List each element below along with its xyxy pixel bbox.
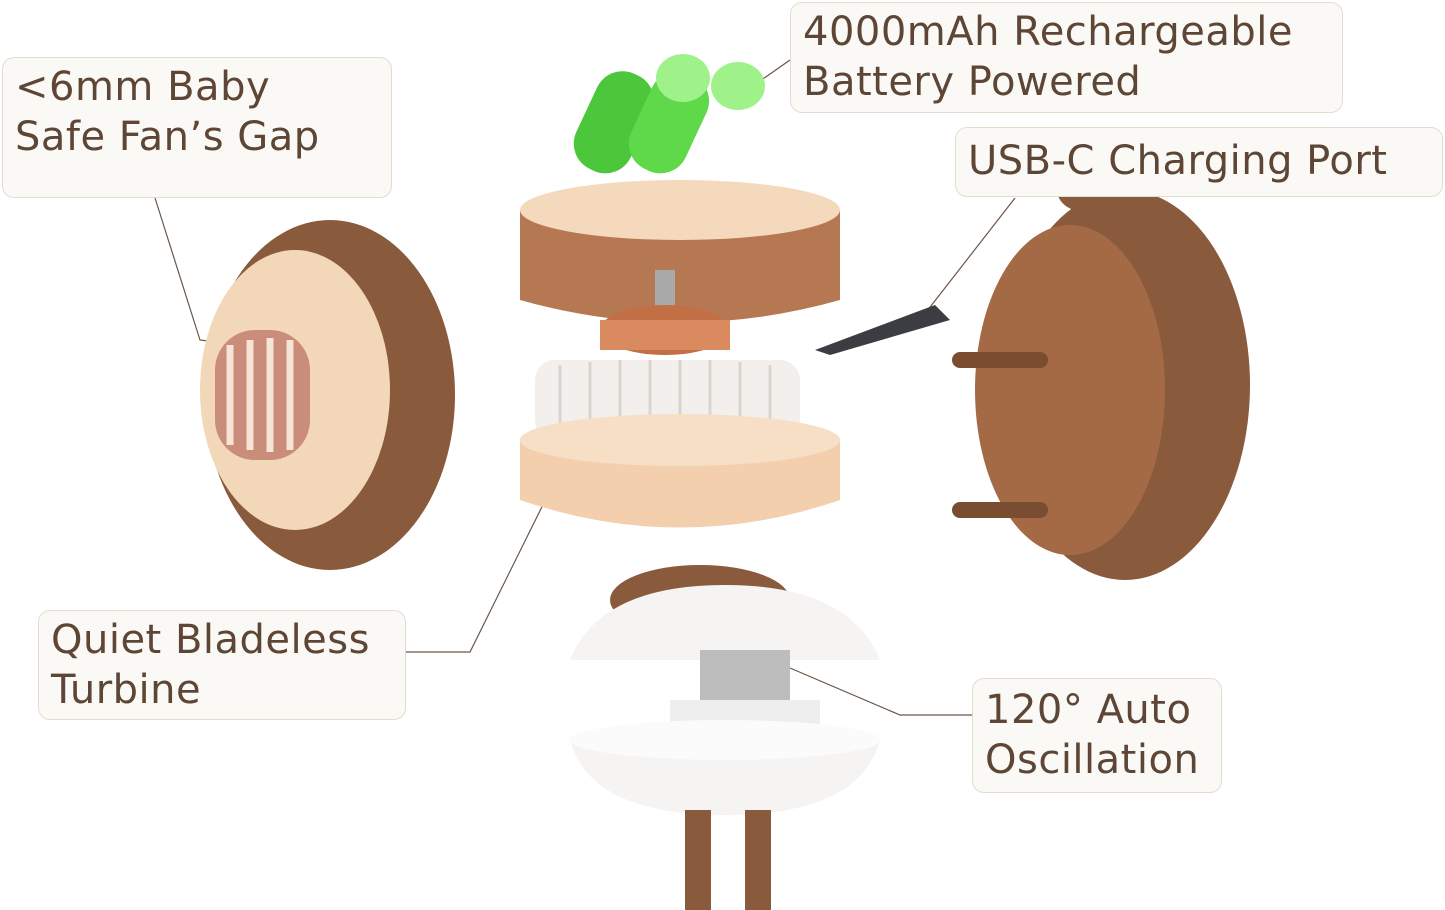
label-line: 120° Auto <box>985 687 1192 733</box>
label-line: USB-C Charging Port <box>968 138 1388 184</box>
label-line: Oscillation <box>985 737 1200 783</box>
label-line: 4000mAh Rechargeable <box>803 9 1294 55</box>
battery-label: 4000mAh Rechargeable Battery Powered <box>790 2 1343 113</box>
baby-safe-gap-label: <6mm Baby Safe Fan’s Gap <box>2 57 392 198</box>
label-line: <6mm Baby <box>15 64 271 110</box>
turbine <box>520 360 840 528</box>
back-shell <box>952 168 1250 580</box>
usb-c-circuit-board <box>815 305 950 355</box>
oscillation-base <box>570 565 880 910</box>
label-line: Quiet Bladeless <box>51 617 370 663</box>
turbine-label: Quiet Bladeless Turbine <box>38 610 406 720</box>
front-shell <box>200 220 455 570</box>
label-line: Turbine <box>51 667 202 713</box>
usb-c-label: USB-C Charging Port <box>955 127 1443 197</box>
turbine-housing-top <box>520 180 840 323</box>
label-line: Safe Fan’s Gap <box>15 114 320 160</box>
battery-icon <box>573 54 765 174</box>
motor <box>600 305 730 355</box>
label-line: Battery Powered <box>803 59 1142 105</box>
oscillation-label: 120° Auto Oscillation <box>972 678 1222 793</box>
